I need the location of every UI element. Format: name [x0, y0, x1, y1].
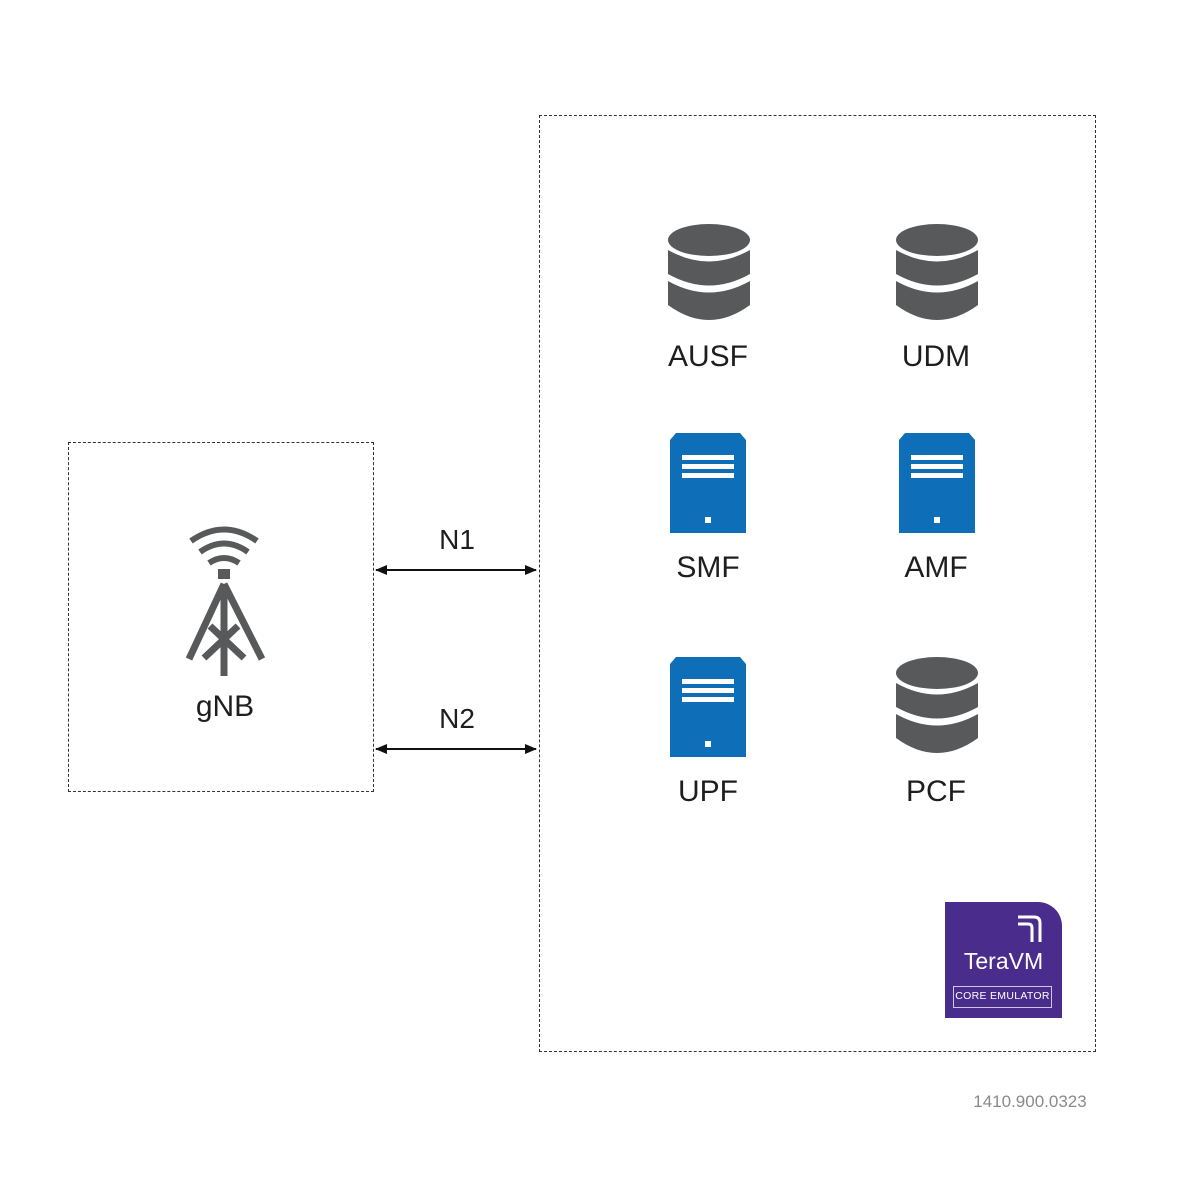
upf-label: UPF: [678, 775, 738, 808]
pcf-label: PCF: [906, 775, 966, 808]
document-code: 1410.900.0323: [973, 1092, 1087, 1111]
udm-database-icon: [896, 224, 978, 320]
upf-server-icon: [670, 657, 746, 757]
ausf-database-icon: [668, 224, 750, 320]
ausf-label: AUSF: [667, 340, 748, 373]
udm-label: UDM: [901, 340, 971, 373]
amf-server-icon: [899, 433, 975, 533]
gnb-label: gNB: [195, 690, 255, 723]
core-network-boundary: [539, 115, 1096, 1052]
n2-label: N2: [439, 703, 475, 734]
teravm-name: TeraVM: [963, 948, 1044, 974]
smf-label: SMF: [676, 551, 740, 584]
n1-label: N1: [439, 524, 475, 555]
teravm-mark-icon: [1018, 915, 1042, 942]
amf-label: AMF: [904, 551, 968, 584]
gnb-boundary: [68, 442, 374, 792]
teravm-subtitle: CORE EMULATOR: [953, 986, 1052, 1008]
pcf-database-icon: [896, 657, 978, 753]
smf-server-icon: [670, 433, 746, 533]
cell-tower-icon: [185, 526, 266, 676]
teravm-core-emulator-logo: TeraVM CORE EMULATOR: [945, 902, 1062, 1018]
